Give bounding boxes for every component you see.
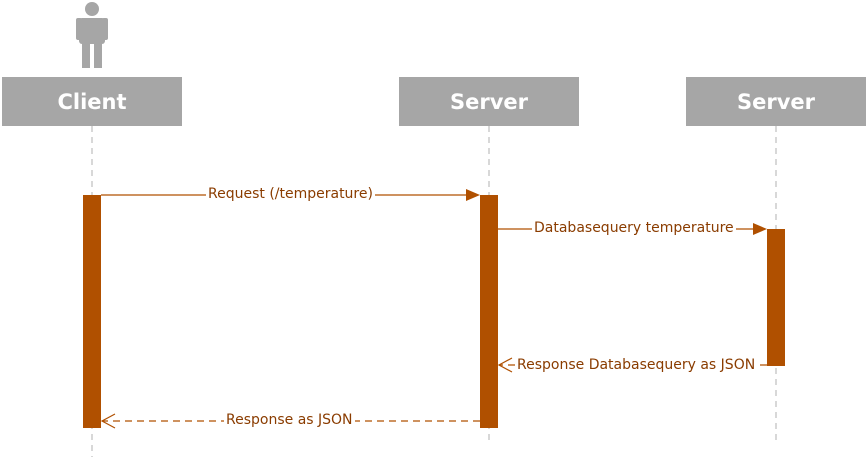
- activation-bar-server-1: [480, 195, 498, 428]
- participant-label: Server: [449, 89, 528, 114]
- message-label-databasequery: Databasequery temperature: [532, 220, 736, 236]
- arrowhead-filled-icon: [466, 189, 480, 201]
- activation-bar-client: [83, 195, 101, 428]
- arrowhead-open-icon: [100, 413, 116, 429]
- participant-client: Client: [2, 77, 182, 126]
- arrowhead-filled-icon: [753, 223, 767, 235]
- participant-label: Client: [57, 89, 127, 114]
- participant-server-2: Server: [686, 77, 866, 126]
- activation-bar-server-2: [767, 229, 785, 366]
- message-label-response-json: Response as JSON: [224, 412, 355, 428]
- participant-label: Server: [736, 89, 815, 114]
- user-figure-icon: [76, 2, 108, 68]
- participant-server-1: Server: [399, 77, 579, 126]
- message-label-request: Request (/temperature): [206, 186, 375, 202]
- message-label-response-databasequery: Response Databasequery as JSON: [515, 357, 758, 373]
- arrowhead-open-icon: [497, 357, 513, 373]
